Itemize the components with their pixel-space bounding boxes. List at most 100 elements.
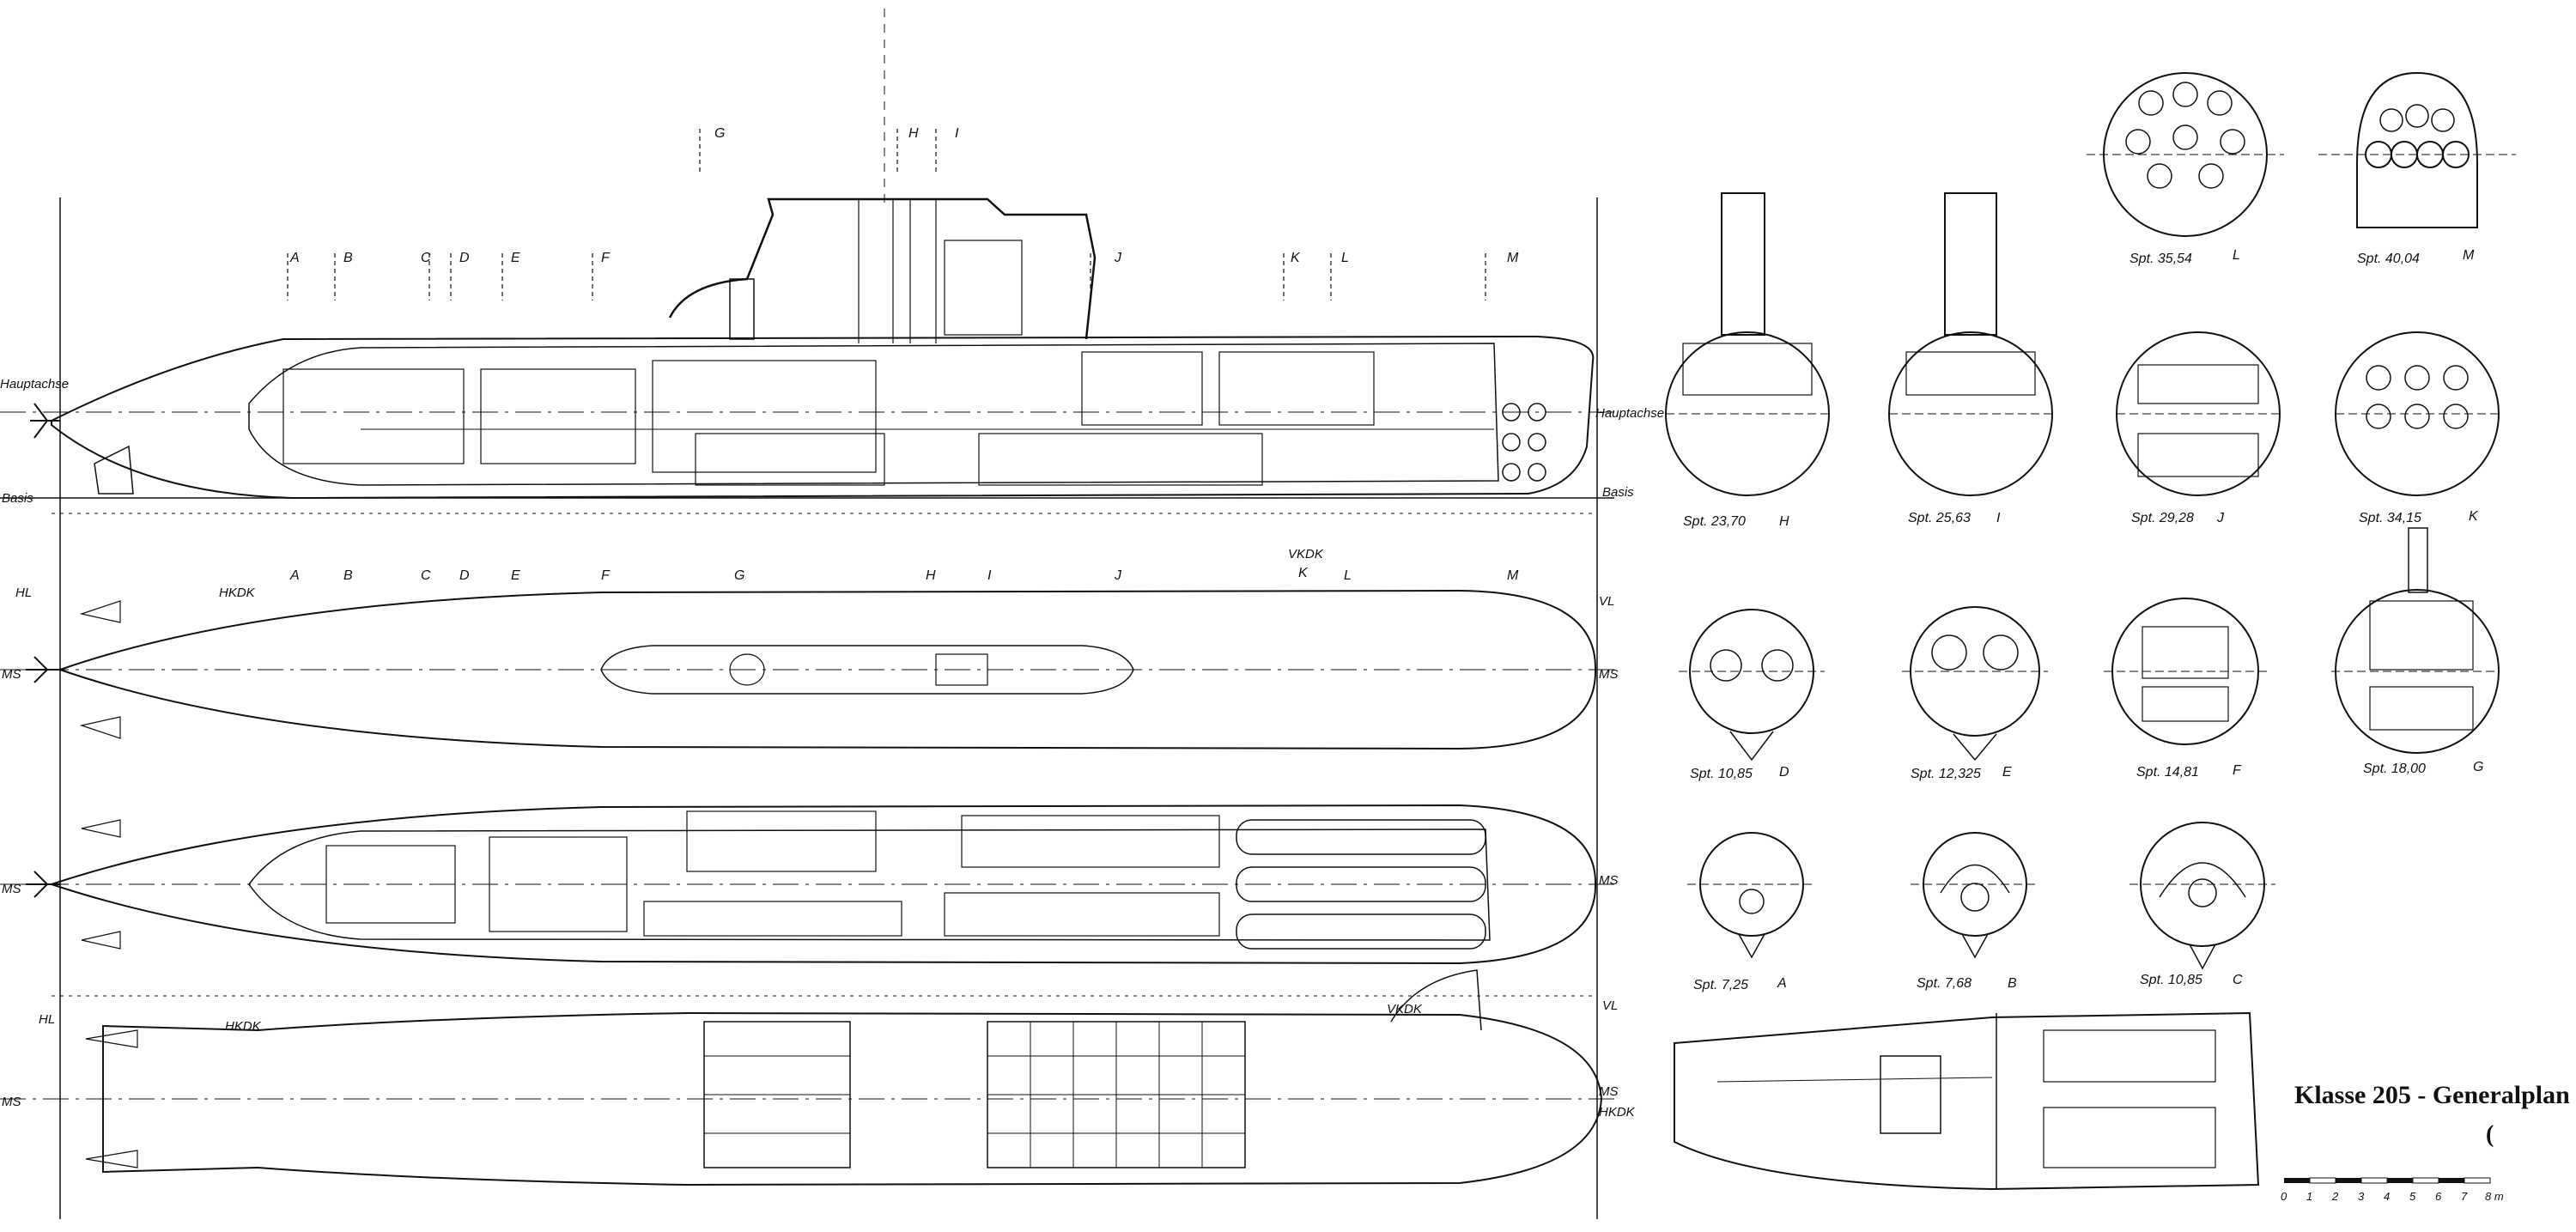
section-id-b: B [2008,976,2017,991]
spt-label-k: Spt. 34,15 [2359,511,2421,525]
section-id-g: G [2473,760,2483,774]
scale-tick-5: 5 [2409,1190,2416,1203]
scale-tick-8: 8 m [2485,1190,2504,1203]
bottom-vkdk-label: VKDK [1387,1002,1423,1017]
ms-label: MS [2,667,21,682]
scale-tick-3: 3 [2358,1190,2365,1203]
section-mark-h-top: H [908,126,919,141]
spt-label-d: Spt. 10,85 [1690,767,1753,781]
section-mark-f: F [601,251,611,265]
plan-mark-k: K [1298,566,1309,580]
spt-label-c: Spt. 10,85 [2140,973,2202,987]
bottom-hkdk-label: HKDK [225,1019,262,1034]
cross-sections [1665,71,2516,970]
side-elevation-labels: Hauptachse Hauptachse Basis Basis G H I … [0,126,1664,506]
spt-label-b: Spt. 7,68 [1917,976,1971,991]
plan-mark-g: G [734,568,744,583]
plan-mark-f: F [601,568,611,583]
plan-mark-h: H [926,568,936,583]
basis-label: Basis [2,491,33,506]
spt-label-l: Spt. 35,54 [2129,252,2192,266]
section-id-m: M [2463,248,2475,263]
cross-section-m [2318,71,2516,228]
spt-label-g: Spt. 18,00 [2363,762,2426,776]
scale-tick-4: 4 [2384,1190,2390,1203]
scale-tick-2: 2 [2331,1190,2339,1203]
cross-section-k [2335,331,2500,496]
deck-plan [0,804,1614,997]
plan-mark-c: C [421,568,431,583]
spt-label-i: Spt. 25,63 [1908,511,1971,525]
plan-mark-a: A [289,568,300,583]
cross-section-f [2104,598,2267,745]
section-mark-g-top: G [714,126,725,141]
section-mark-c: C [421,251,431,265]
plan-mark-m: M [1507,568,1519,583]
spt-label-j: Spt. 29,28 [2131,511,2194,525]
cross-section-labels: Spt. 23,70 H Spt. 25,63 I Spt. 29,28 J S… [1683,248,2483,992]
section-id-h: H [1779,514,1789,529]
scale-tick-6: 6 [2435,1190,2442,1203]
cross-section-b [1911,832,2039,959]
section-mark-d: D [459,251,470,265]
section-id-i: I [1996,511,2001,525]
cross-section-a [1687,832,1816,959]
spt-label-f: Spt. 14,81 [2136,765,2199,780]
section-id-f: F [2233,763,2242,778]
section-mark-m: M [1507,251,1519,265]
vkdk-label: VKDK [1288,547,1324,561]
cross-section-i [1888,192,2053,496]
bottom-vl-label: VL [1602,998,1618,1013]
section-id-d: D [1779,765,1789,780]
plan-view [0,589,1614,750]
bottom-plan-labels: HL HKDK MS VKDK VL MS HKDK [2,998,1636,1120]
hauptachse-right-label: Hauptachse [1595,406,1664,421]
plan-mark-i: I [987,568,992,583]
deck-ms-right-label: MS [1599,873,1619,888]
ms-right-label: MS [1599,667,1619,682]
section-id-a: A [1777,976,1787,991]
bottom-ms-label: MS [2,1095,21,1109]
scale-tick-0: 0 [2281,1190,2287,1203]
spt-label-m: Spt. 40,04 [2357,252,2420,266]
section-mark-k: K [1291,251,1301,265]
section-mark-l: L [1341,251,1349,265]
hkdk-label: HKDK [219,586,256,600]
bottom-hl-label: HL [39,1012,55,1027]
deck-ms-label: MS [2,882,21,896]
basis-right-label: Basis [1602,485,1634,500]
title-mark: ( [2486,1121,2494,1148]
scale-tick-7: 7 [2461,1190,2468,1203]
spt-label-h: Spt. 23,70 [1683,514,1746,529]
spt-label-e: Spt. 12,325 [1911,767,1981,781]
cross-section-d [1679,609,1825,762]
cross-section-j [2116,331,2281,496]
hl-label: HL [15,586,32,600]
section-id-l: L [2233,248,2240,263]
section-id-k: K [2469,509,2479,524]
plan-mark-b: B [343,568,353,583]
plan-mark-e: E [511,568,520,583]
scale-tick-1: 1 [2306,1190,2312,1203]
section-mark-j: J [1114,251,1122,265]
cross-section-h [1665,192,1830,496]
side-elevation [0,9,1614,1219]
bottom-ms-right-label: MS [1599,1084,1619,1099]
plan-mark-j: J [1114,568,1122,583]
section-mark-e: E [511,251,520,265]
scale-bar: 0 1 2 3 4 5 6 7 8 m [2281,1177,2504,1203]
cross-section-g [2331,527,2500,754]
cross-section-e [1902,606,2048,762]
cross-section-l [2087,72,2284,237]
deck-plan-labels: MS MS [2,873,1619,896]
vl-label: VL [1599,594,1614,609]
detail-longitudinal-section [1674,1011,2260,1191]
spt-label-a: Spt. 7,25 [1693,978,1748,992]
plan-mark-l: L [1344,568,1352,583]
section-mark-a: A [289,251,300,265]
bottom-plan [0,969,1614,1186]
plan-view-labels: HL HKDK VKDK VL MS MS A B C D E F G H I … [2,547,1619,682]
cross-section-c [2129,822,2275,970]
drawing-title: Klasse 205 - Generalplan - [2294,1081,2576,1109]
